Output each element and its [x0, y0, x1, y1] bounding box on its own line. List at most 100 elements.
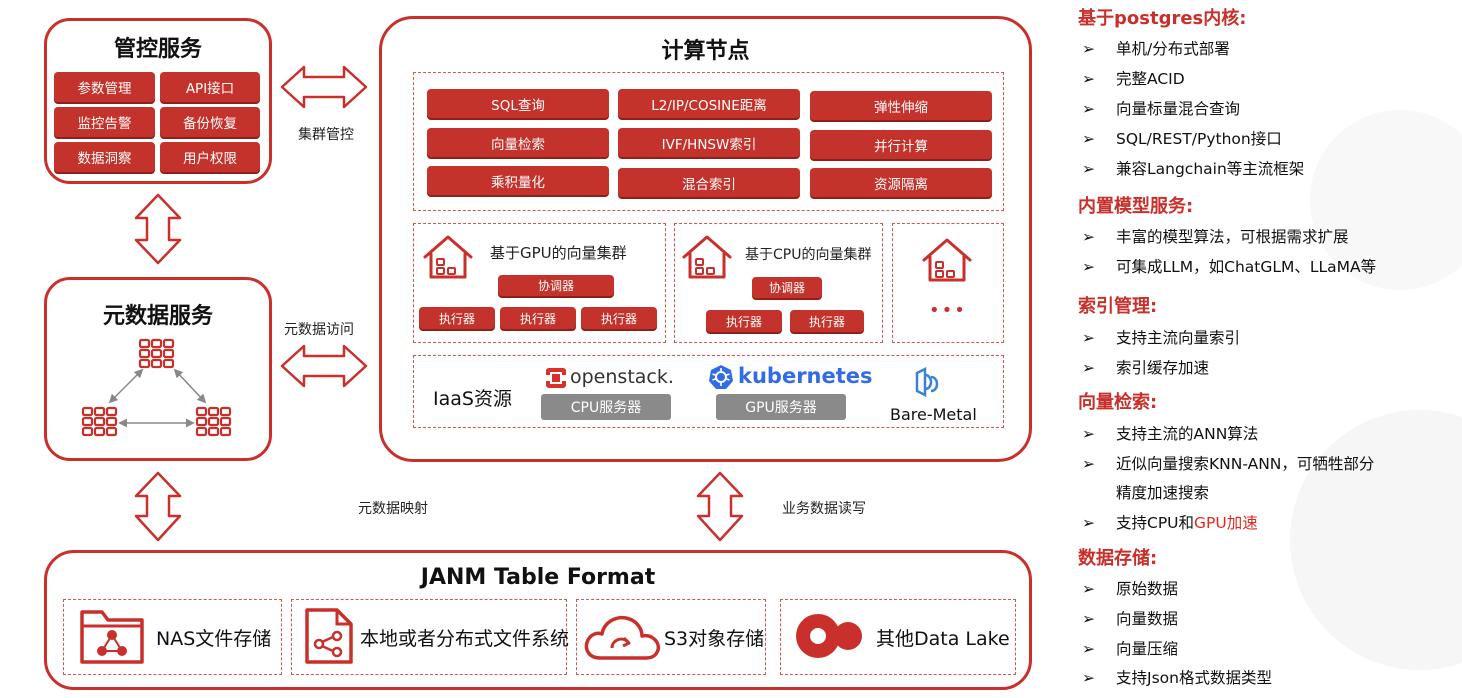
kubernetes-logo-icon — [709, 365, 733, 389]
gpu-highlight: GPU加速 — [1194, 514, 1258, 532]
s3-cloud-upload-icon — [584, 615, 661, 660]
cluster-mgmt-label: 集群管控 — [298, 127, 354, 143]
meta-service-title: 元数据服务 — [102, 304, 213, 329]
bare-metal-label: Bare-Metal — [890, 405, 977, 424]
feature-pq: 乘积量化 — [427, 166, 609, 195]
storage-item-1: ➢原始数据 — [1082, 580, 1179, 598]
search-item-1: ➢支持主流的ANN算法 — [1082, 425, 1259, 443]
more-ellipsis: ••• — [929, 300, 967, 321]
bullet-icon: ➢ — [1082, 329, 1095, 347]
mgmt-service-title: 管控服务 — [113, 37, 202, 62]
bullet-icon: ➢ — [1082, 610, 1095, 628]
search-item-2-cont: 精度加速搜索 — [1116, 484, 1210, 502]
openstack-logo-text: openstack. — [570, 366, 674, 388]
meta-mapping-label: 元数据映射 — [358, 501, 428, 517]
storage-item-2: ➢向量数据 — [1082, 610, 1179, 628]
bullet-icon: ➢ — [1082, 40, 1095, 58]
feature-distance: L2/IP/COSINE距离 — [618, 89, 800, 118]
storage-nas-box — [63, 599, 282, 675]
feature-parallel: 并行计算 — [810, 130, 992, 159]
more-cluster-home-icon — [922, 238, 972, 282]
mgmt-item-api: API接口 — [160, 72, 260, 102]
bullet-icon: ➢ — [1082, 580, 1095, 598]
bullet-icon: ➢ — [1082, 514, 1095, 532]
gpu-executor-2: 执行器 — [500, 307, 576, 329]
feature-sql-query: SQL查询 — [427, 89, 609, 118]
mgmt-item-monitor: 监控告警 — [54, 107, 155, 137]
cpu-coordinator: 协调器 — [752, 277, 822, 298]
gpu-executor-3: 执行器 — [581, 307, 657, 329]
mgmt-meta-arrow — [134, 193, 182, 265]
model-item-1: ➢丰富的模型算法，可根据需求扩展 — [1082, 228, 1349, 246]
storage-s3-label: S3对象存储 — [664, 628, 765, 650]
bullet-icon: ➢ — [1082, 100, 1095, 118]
feature-isolation: 资源隔离 — [810, 168, 992, 197]
kernel-item-3: ➢向量标量混合查询 — [1082, 100, 1241, 118]
background-watermark — [1290, 110, 1462, 670]
bullet-icon: ➢ — [1082, 425, 1095, 443]
cluster-mgmt-arrow — [280, 65, 368, 109]
search-item-3: ➢支持CPU和GPU加速 — [1082, 514, 1258, 532]
bare-metal-logo-icon — [915, 367, 939, 397]
storage-lake-box — [780, 599, 1016, 675]
mgmt-item-insight: 数据洞察 — [54, 142, 155, 172]
mgmt-item-params: 参数管理 — [54, 72, 155, 102]
feature-vector-search: 向量检索 — [427, 128, 609, 157]
search-heading: 向量检索: — [1078, 392, 1158, 413]
meta-access-arrow — [280, 344, 368, 388]
data-rw-label: 业务数据读写 — [782, 501, 866, 517]
feature-hybrid-index: 混合索引 — [618, 168, 800, 197]
bullet-icon: ➢ — [1082, 359, 1095, 377]
mgmt-item-permission: 用户权限 — [160, 142, 260, 172]
feature-elastic: 弹性伸缩 — [810, 91, 992, 120]
bullet-icon: ➢ — [1082, 228, 1095, 246]
cpu-cluster-title: 基于CPU的向量集群 — [745, 247, 872, 263]
kernel-item-1: ➢单机/分布式部署 — [1082, 40, 1230, 58]
cpu-cluster-home-icon — [682, 235, 732, 279]
data-rw-arrow — [696, 471, 744, 542]
kubernetes-logo-text: kubernetes — [738, 364, 873, 388]
bullet-icon: ➢ — [1082, 258, 1095, 276]
storage-fs-box — [291, 599, 567, 675]
model-heading: 内置模型服务: — [1078, 196, 1194, 217]
index-heading: 索引管理: — [1078, 296, 1158, 317]
more-cluster-box — [892, 223, 1004, 343]
storage-nas-label: NAS文件存储 — [156, 628, 272, 650]
kernel-heading: 基于postgres内核: — [1078, 8, 1247, 29]
kernel-item-5: ➢兼容Langchain等主流框架 — [1082, 160, 1305, 178]
storage-s3-box — [576, 599, 766, 675]
compute-features-box — [413, 72, 1004, 211]
storage-item-4: ➢支持Json格式数据类型 — [1082, 669, 1272, 687]
compute-node-title: 计算节点 — [661, 39, 750, 64]
bullet-icon: ➢ — [1082, 160, 1095, 178]
filesystem-doc-icon — [305, 608, 353, 664]
storage-title: JANM Table Format — [420, 565, 656, 590]
data-lake-icon — [796, 614, 862, 658]
storage-fs-label: 本地或者分布式文件系统 — [360, 628, 570, 650]
gpu-cluster-home-icon — [423, 235, 473, 279]
bullet-icon: ➢ — [1082, 640, 1095, 658]
bullet-icon: ➢ — [1082, 669, 1095, 687]
gpu-cluster-title: 基于GPU的向量集群 — [490, 244, 627, 262]
storage-panel: JANM Table Format — [44, 550, 1032, 690]
cpu-executor-2: 执行器 — [790, 310, 864, 332]
feature-ivf-hnsw: IVF/HNSW索引 — [618, 128, 800, 157]
cpu-cluster-box — [674, 223, 883, 343]
cpu-server-badge: CPU服务器 — [541, 394, 671, 420]
storage-lake-label: 其他Data Lake — [876, 628, 1010, 650]
bullet-icon: ➢ — [1082, 70, 1095, 88]
bullet-icon: ➢ — [1082, 130, 1095, 148]
storage-item-3: ➢向量压缩 — [1082, 640, 1179, 658]
cpu-executor-1: 执行器 — [706, 310, 782, 332]
index-item-2: ➢索引缓存加速 — [1082, 359, 1210, 377]
iaas-box — [413, 355, 1004, 428]
gpu-executor-1: 执行器 — [419, 307, 495, 329]
index-item-1: ➢支持主流向量索引 — [1082, 329, 1241, 347]
storage-heading: 数据存储: — [1078, 548, 1158, 569]
meta-mapping-arrow — [134, 471, 182, 542]
kernel-item-4: ➢SQL/REST/Python接口 — [1082, 130, 1282, 148]
bullet-icon: ➢ — [1082, 455, 1095, 473]
kernel-item-2: ➢完整ACID — [1082, 70, 1185, 88]
iaas-label: IaaS资源 — [433, 388, 512, 410]
